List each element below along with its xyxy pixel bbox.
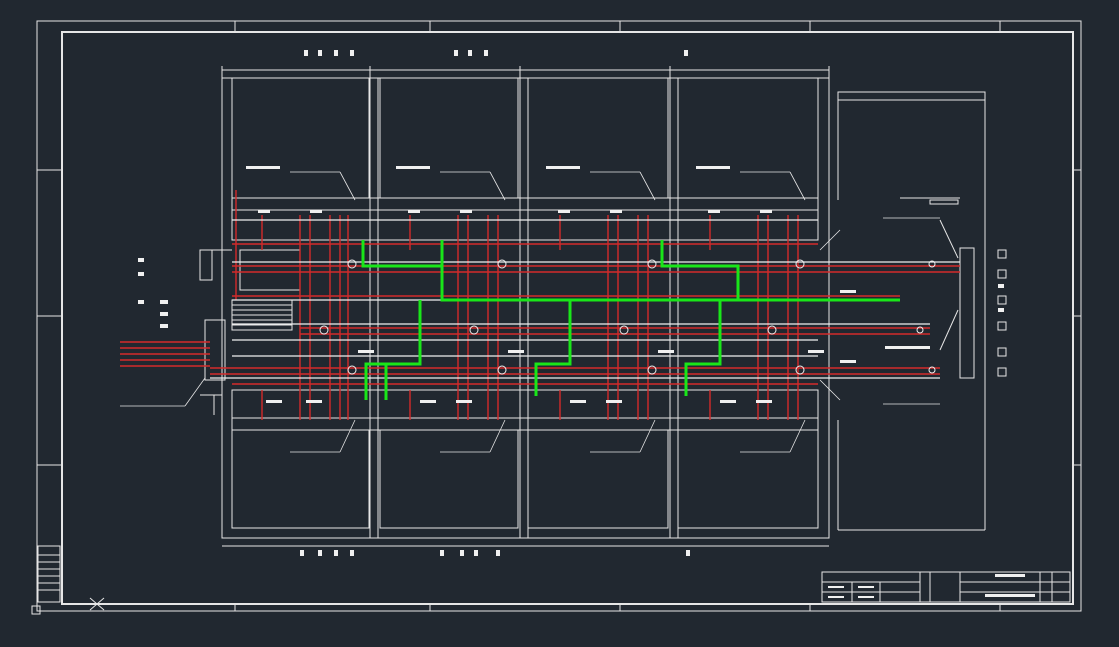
zone-ticks-sides	[37, 169, 1081, 466]
outer-border	[36, 20, 1082, 612]
corner-cross-icon	[89, 597, 105, 611]
zone-ticks-top	[234, 21, 1001, 32]
revision-strip	[37, 545, 61, 603]
red-pipes	[120, 190, 960, 420]
zone-ticks-bottom	[234, 604, 1001, 611]
inner-border	[61, 31, 1074, 605]
annex-outline	[837, 91, 1007, 531]
building-outline	[221, 66, 830, 547]
equipment-blocks	[246, 166, 930, 403]
pipe-fittings	[319, 259, 936, 375]
title-block-fill	[828, 574, 1035, 598]
title-block	[821, 571, 1071, 603]
grid-markers	[138, 50, 1004, 556]
leader-lines	[120, 171, 940, 453]
origin-square-icon	[31, 605, 41, 615]
green-pipes	[361, 240, 900, 400]
drawing-frame	[36, 20, 1082, 612]
